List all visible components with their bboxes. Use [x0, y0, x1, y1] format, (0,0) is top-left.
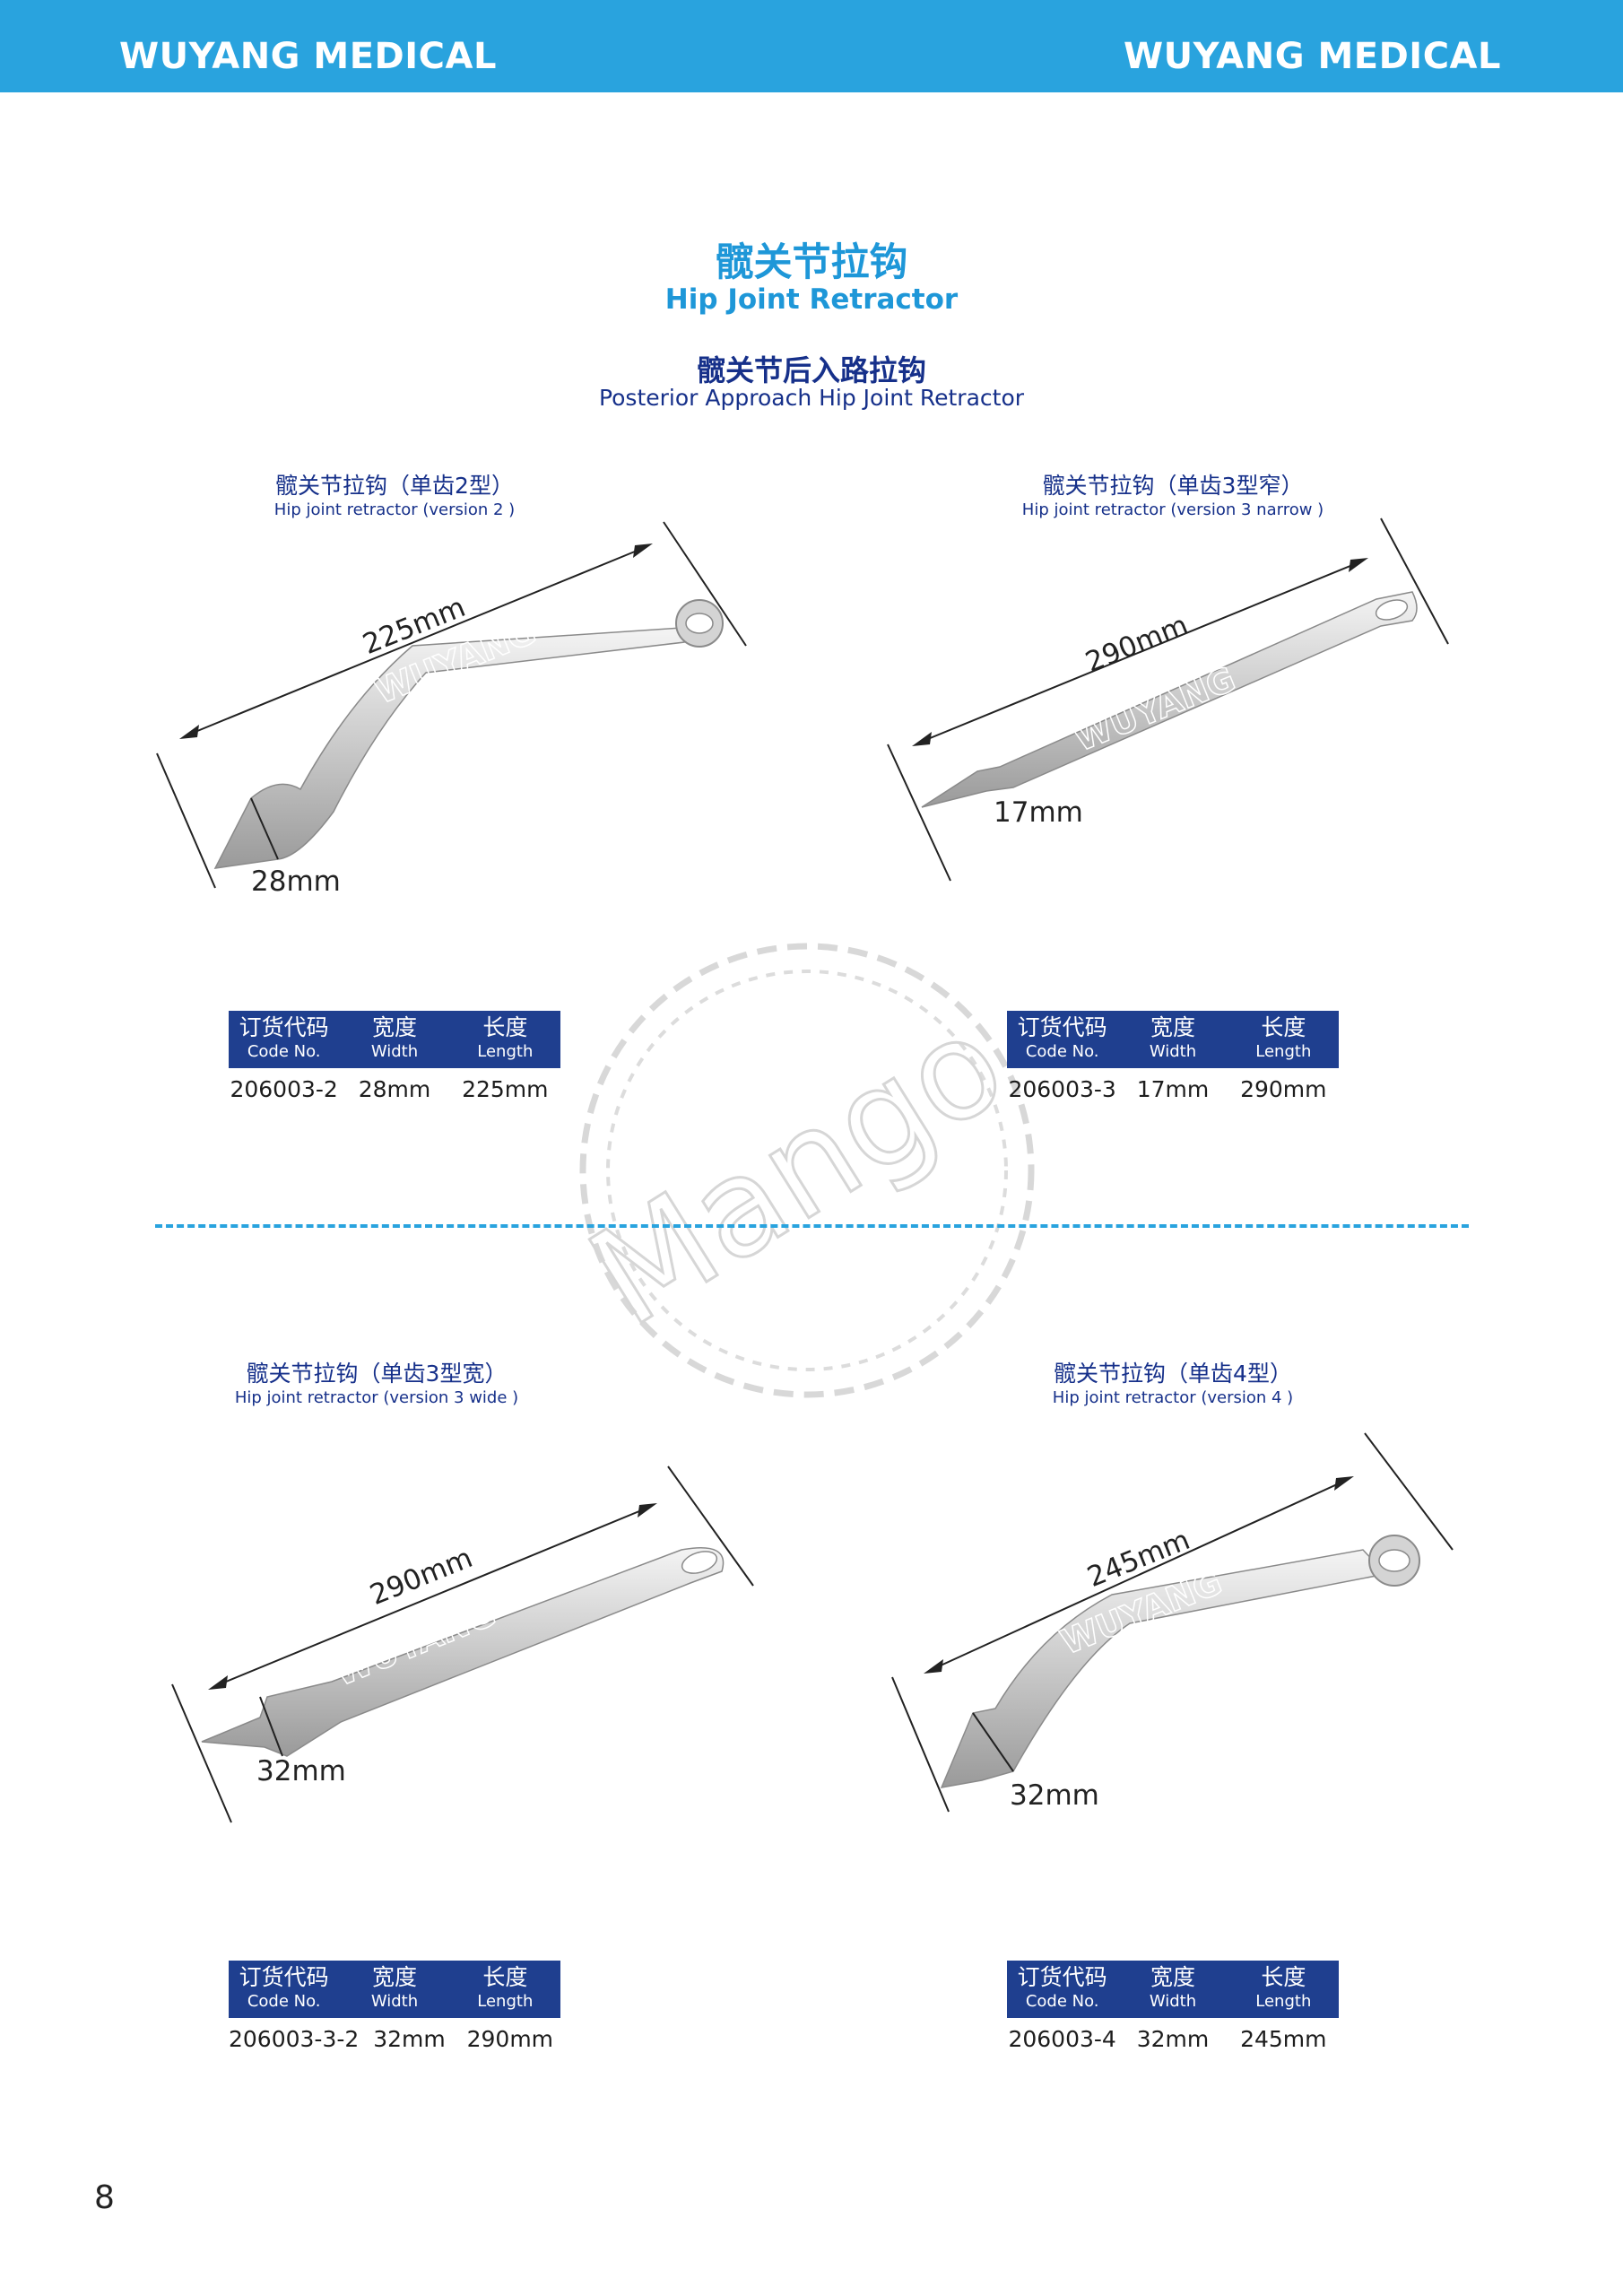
- header-length-en: Length: [1255, 1042, 1312, 1061]
- product-2-caption: 髋关节拉钩（单齿3型窄） Hip joint retractor (versio…: [994, 472, 1352, 520]
- product-3-illustration: WUYANG: [171, 1465, 754, 1823]
- code-cell: 206003-3-2: [229, 2025, 360, 2052]
- header-width-cn: 宽度: [1150, 1014, 1195, 1040]
- table-row: 206003-3-2 32mm 290mm: [229, 2018, 560, 2059]
- section-divider: [155, 1224, 1469, 1228]
- product-4-width-label: 32mm: [1010, 1779, 1099, 1812]
- spec-table-header: 订货代码 Code No. 宽度 Width 长度 Length: [1007, 1011, 1339, 1068]
- table-row: 206003-2 28mm 225mm: [229, 1068, 560, 1109]
- section-title-cn: 髋关节后入路拉钩: [696, 353, 926, 387]
- brand-right: WUYANG MEDICAL: [1124, 36, 1501, 77]
- header-length-cn: 长度: [1261, 1014, 1306, 1040]
- header-width-en: Width: [1149, 1992, 1197, 2011]
- page-title-cn: 髋关节拉钩: [715, 240, 908, 285]
- product-1-caption: 髋关节拉钩（单齿2型） Hip joint retractor (version…: [215, 472, 574, 520]
- header-code-cn: 订货代码: [239, 1964, 329, 1990]
- product-2-spec-table: 订货代码 Code No. 宽度 Width 长度 Length 206003-3 1…: [1007, 1011, 1339, 1109]
- header-code-cn: 订货代码: [1017, 1014, 1107, 1040]
- table-row: 206003-4 32mm 245mm: [1007, 2018, 1339, 2059]
- product-4-illustration: WUYANG: [891, 1432, 1454, 1813]
- header-length-cn: 长度: [1261, 1964, 1306, 1990]
- product-3-width-label: 32mm: [256, 1755, 346, 1787]
- product-3-name-cn: 髋关节拉钩（单齿3型宽）: [246, 1361, 508, 1387]
- product-4-name-en: Hip joint retractor (version 4 ): [1052, 1388, 1294, 1407]
- product-2-name-en: Hip joint retractor (version 3 narrow ): [1021, 500, 1324, 519]
- header-width-cn: 宽度: [371, 1014, 417, 1040]
- spec-table-header: 订货代码 Code No. 宽度 Width 长度 Length: [1007, 1961, 1339, 2018]
- product-2-width-label: 17mm: [994, 796, 1083, 829]
- product-4-spec-table: 订货代码 Code No. 宽度 Width 长度 Length 206003-4 3…: [1007, 1961, 1339, 2059]
- width-cell: 32mm: [373, 2025, 446, 2052]
- header-code-en: Code No.: [1025, 1042, 1099, 1061]
- header-width-cn: 宽度: [1150, 1964, 1195, 1990]
- product-1-spec-table: 订货代码 Code No. 宽度 Width 长度 Length 206003-2 2…: [229, 1011, 560, 1109]
- product-1-name-en: Hip joint retractor (version 2 ): [273, 500, 516, 519]
- header-width-en: Width: [1149, 1042, 1197, 1061]
- product-1-width-label: 28mm: [251, 865, 341, 898]
- header-length-cn: 长度: [482, 1014, 528, 1040]
- table-row: 206003-3 17mm 290mm: [1007, 1068, 1339, 1109]
- header-code-en: Code No.: [1025, 1992, 1099, 2011]
- product-4-caption: 髋关节拉钩（单齿4型） Hip joint retractor (version…: [994, 1360, 1352, 1408]
- code-cell: 206003-3: [1008, 1075, 1116, 1102]
- width-cell: 32mm: [1136, 2025, 1210, 2052]
- header-length-cn: 长度: [482, 1964, 528, 1990]
- product-4-name-cn: 髋关节拉钩（单齿4型）: [1054, 1361, 1292, 1387]
- code-cell: 206003-4: [1008, 2025, 1116, 2052]
- length-cell: 245mm: [1240, 2025, 1327, 2052]
- code-cell: 206003-2: [230, 1075, 338, 1102]
- spec-table-header: 订货代码 Code No. 宽度 Width 长度 Length: [229, 1961, 560, 2018]
- product-3-caption: 髋关节拉钩（单齿3型宽） Hip joint retractor (versio…: [197, 1360, 556, 1408]
- header-bar: WUYANG MEDICAL WUYANG MEDICAL: [0, 0, 1623, 92]
- product-2-name-cn: 髋关节拉钩（单齿3型窄）: [1042, 473, 1304, 499]
- spec-table-header: 订货代码 Code No. 宽度 Width 长度 Length: [229, 1011, 560, 1068]
- header-length-en: Length: [477, 1992, 534, 2011]
- header-width-en: Width: [370, 1992, 419, 2011]
- length-cell: 290mm: [1240, 1075, 1327, 1102]
- header-code-cn: 订货代码: [1017, 1964, 1107, 1990]
- product-4-etching: WUYANG: [1055, 1562, 1228, 1663]
- product-2-illustration: WUYANG: [887, 517, 1449, 882]
- header-code-cn: 订货代码: [239, 1014, 329, 1040]
- header-code-en: Code No.: [247, 1992, 321, 2011]
- width-cell: 28mm: [358, 1075, 431, 1102]
- width-cell: 17mm: [1136, 1075, 1210, 1102]
- watermark-text: Mango: [574, 986, 1030, 1357]
- product-1-illustration: WUYANG: [156, 521, 747, 889]
- mango-watermark: Mango: [574, 943, 1035, 1398]
- length-cell: 225mm: [462, 1075, 549, 1102]
- page-title-en: Hip Joint Retractor: [664, 283, 959, 316]
- section-title-en: Posterior Approach Hip Joint Retractor: [598, 385, 1025, 411]
- header-width-en: Width: [370, 1042, 419, 1061]
- product-1-name-cn: 髋关节拉钩（单齿2型）: [275, 473, 514, 499]
- header-code-en: Code No.: [247, 1042, 321, 1061]
- header-length-en: Length: [477, 1042, 534, 1061]
- length-cell: 290mm: [466, 2025, 554, 2052]
- product-3-name-en: Hip joint retractor (version 3 wide ): [234, 1388, 519, 1407]
- brand-left: WUYANG MEDICAL: [119, 36, 497, 77]
- page-number: 8: [94, 2179, 115, 2216]
- header-length-en: Length: [1255, 1992, 1312, 2011]
- header-width-cn: 宽度: [371, 1964, 417, 1990]
- product-3-spec-table: 订货代码 Code No. 宽度 Width 长度 Length 206003-3-2…: [229, 1961, 560, 2059]
